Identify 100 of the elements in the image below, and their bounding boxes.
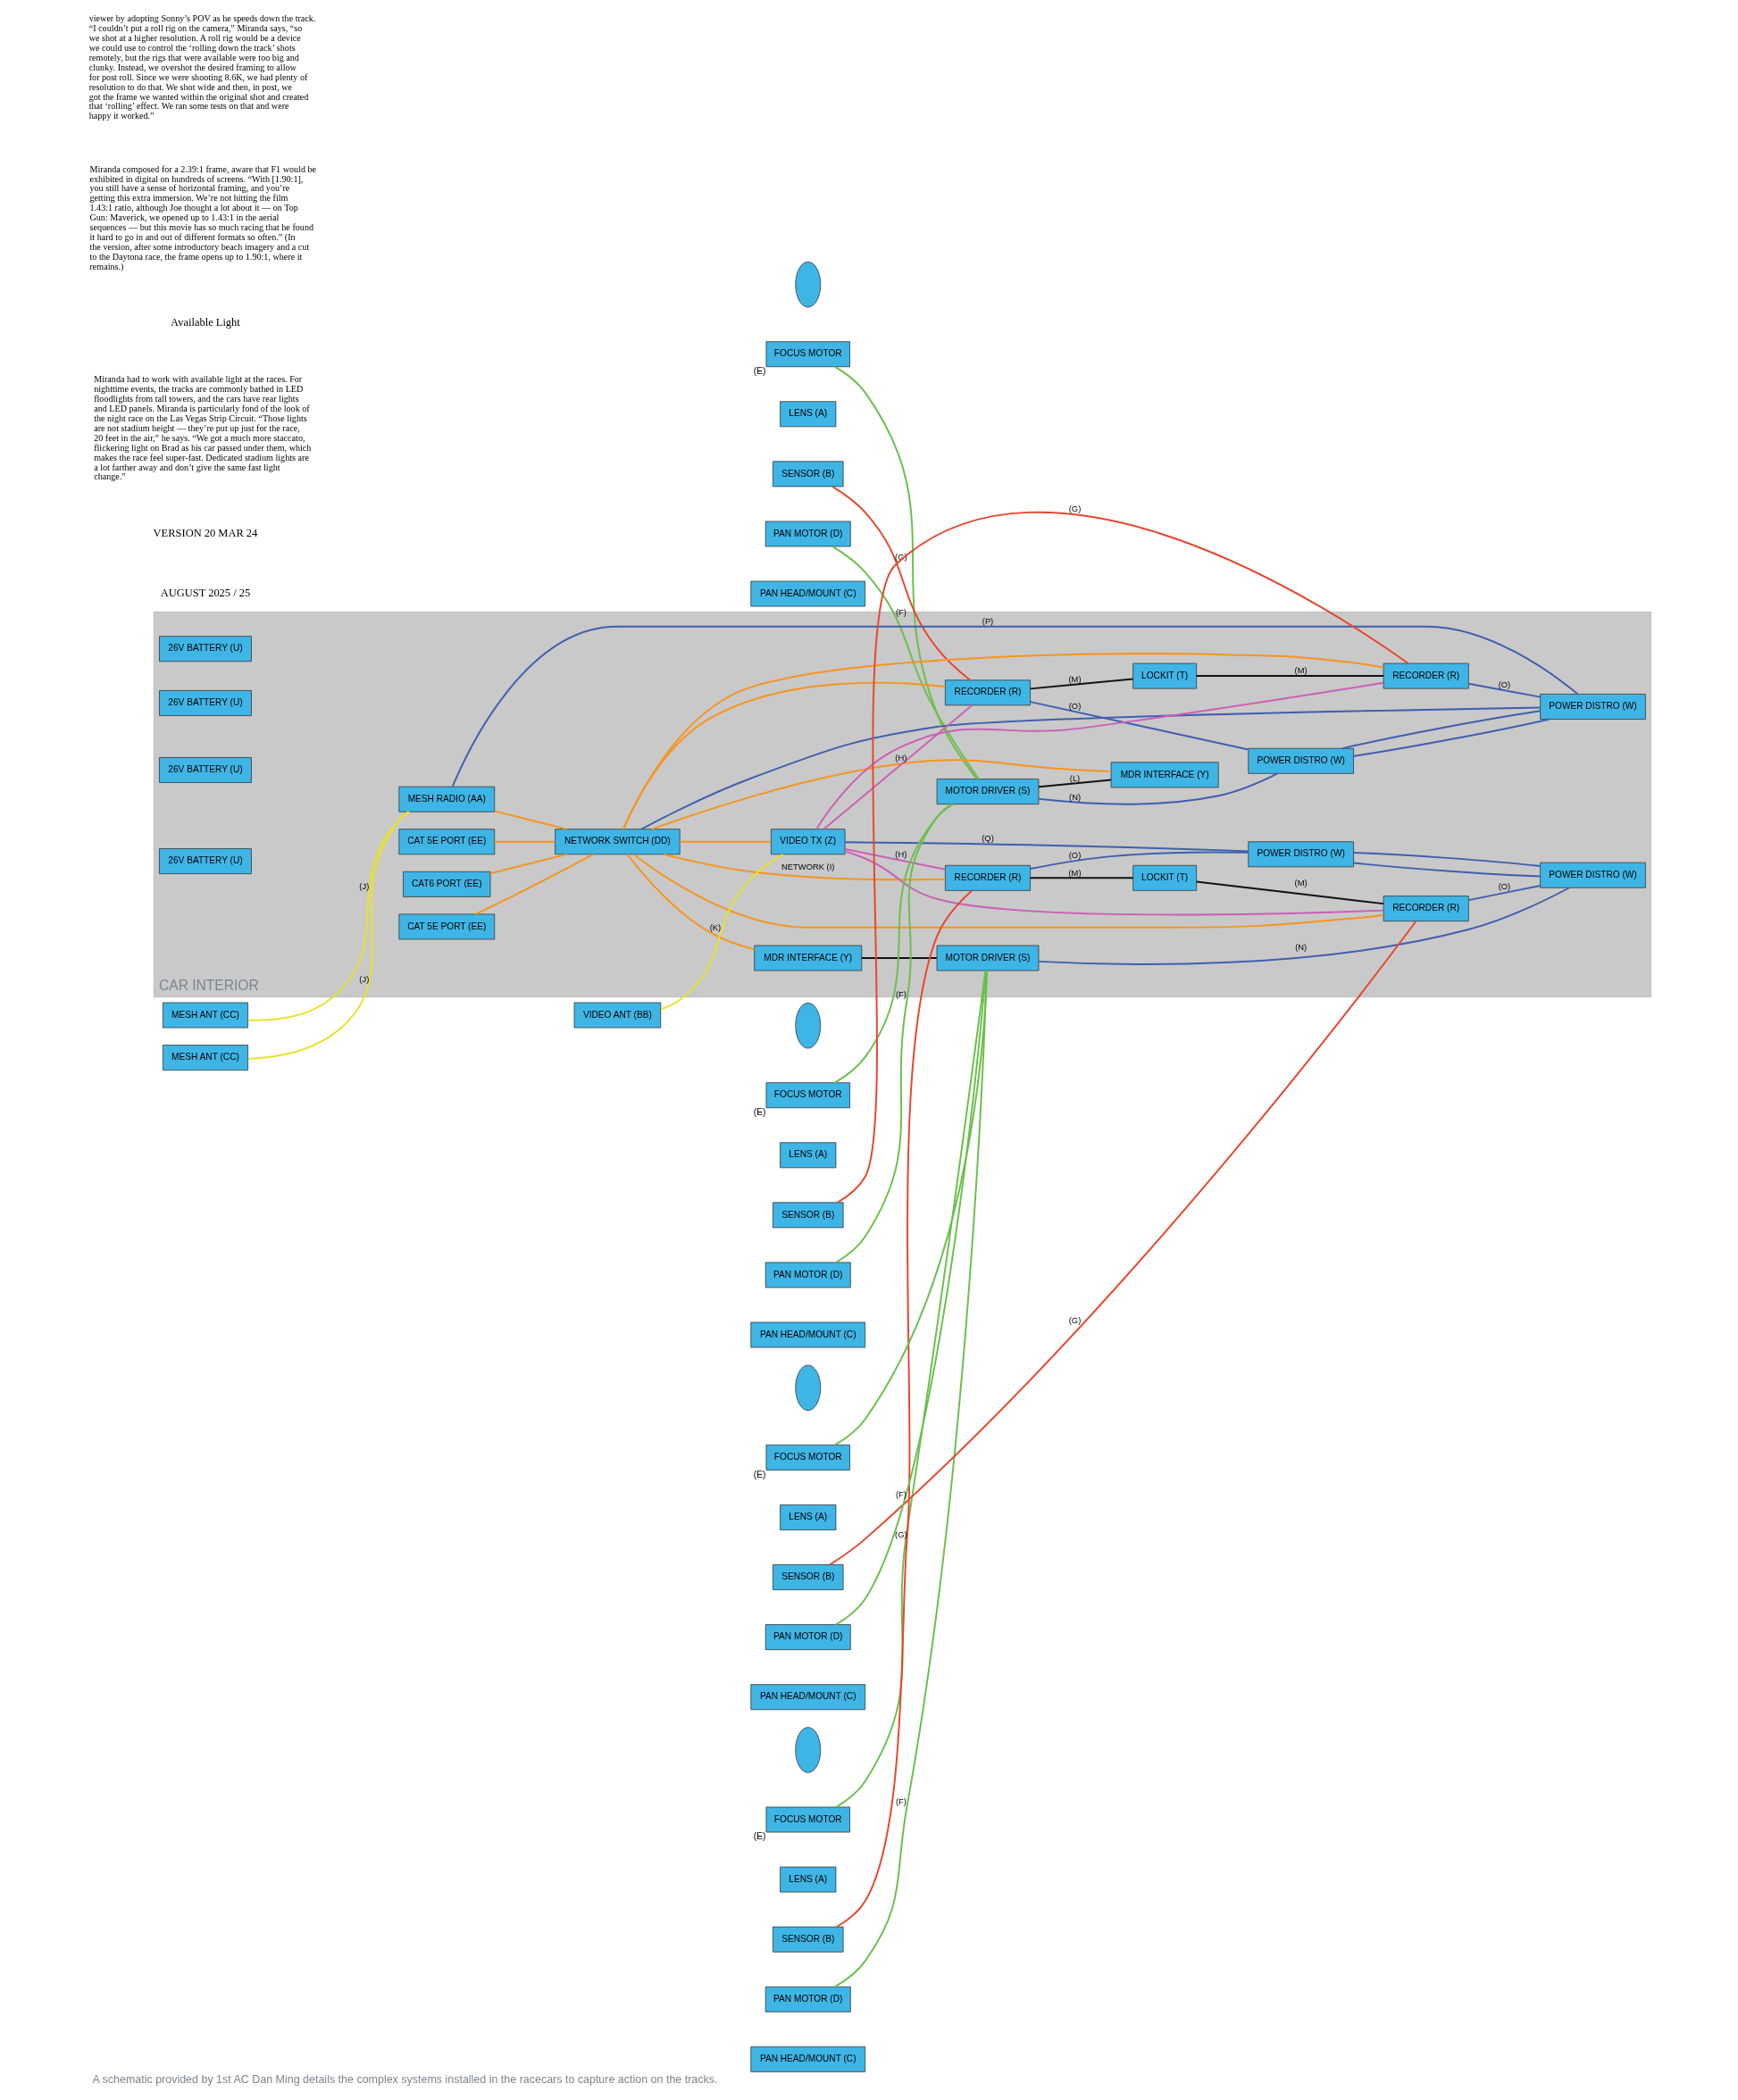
node-box: POWER DISTRO (W) — [1248, 747, 1354, 774]
node-box: FOCUS MOTOR — [765, 1806, 850, 1833]
node-box: PAN MOTOR (D) — [765, 1624, 851, 1651]
node-box: VIDEO TX (Z) — [771, 829, 846, 855]
edge-label: (H) — [895, 850, 907, 860]
node-box: PAN HEAD/MOUNT (C) — [750, 2046, 866, 2072]
node-box: MDR INTERFACE (Y) — [754, 945, 863, 971]
connector — [834, 970, 988, 1988]
node-ellipse — [795, 1002, 822, 1049]
label: Miranda had to work with available light at the races. For nighttime events, the tracks are commonly bathed in LED floodlights from tall towers, and the cars have rear lights and LED panels. Miranda is particularly fond of the look of the night race on the Las Vegas Strip Circuit. “Those lights are not stadium height — they’re put up just for the race, 20 feet in the air,” he says. “We got a much more staccato, flickering light on Brad as his car passed under them, which makes the race feel super-fast. Dedicated stadium lights are a lot farther away and don’t give the same fast light change.” — [94, 374, 312, 482]
node-box: 26V BATTERY (U) — [159, 848, 252, 875]
node-box: SENSOR (B) — [772, 1926, 844, 1953]
edge-label: (O) — [1068, 702, 1082, 712]
node-box: FOCUS MOTOR — [765, 341, 850, 368]
connector — [834, 365, 978, 780]
connector — [860, 957, 938, 959]
edge-label: (L) — [1069, 773, 1081, 783]
connector — [1467, 682, 1542, 698]
label: Miranda composed for a 2.39:1 frame, aware that F1 would be exhibited in digital on hundreds of screens. “With [1.90:1], you still have a sense of horizontal framing, and you’re getting this extra immersion. We’re not hitting the film 1.43:1 ratio, although Joe thought a lot about it — on Top Gun: Maverick, we opened up to 1.43:1 in the aerial sequences — but this movie has so much racing that he found it hard to go in and out of different formats so often.” (In the version, after some introductory beach imagery and a cut to the Daytona race, the frame opens up to 1.90:1, where it remains.) — [89, 163, 317, 271]
connector — [829, 920, 1417, 1566]
edge-label: (N) — [1069, 792, 1082, 802]
node-box: VIDEO ANT (BB) — [573, 1002, 662, 1029]
node-box: RECORDER (R) — [945, 679, 1031, 706]
edge-label: (P) — [982, 617, 994, 627]
node-ellipse — [795, 1364, 822, 1412]
label: VERSION 20 MAR 24 — [153, 526, 258, 539]
edge-label: (O) — [1498, 882, 1511, 892]
connector — [835, 970, 987, 1808]
connector — [1352, 862, 1542, 878]
label: viewer by adopting Sonny’s POV as he speeds down the track. “I couldn’t put a roll rig on the camera,” Miranda says, “so we shot at a higher resolution. A roll rig would be a device we could use to control the ‘rolling down the track’ shots remotely, but the rigs that were available were too big and clunky. Instead, we overshot the desired framing to allow for post roll. Since we were shooting 8.6K, we had plenty of resolution to do that. We shot wide and then, in post, we got the frame we wanted within the original shot and created that ‘rolling’ effect. We ran some tests on that and were happy it worked.” — [88, 13, 316, 121]
connector — [1038, 772, 1279, 805]
node-box: CAT 5E PORT (EE) — [398, 829, 496, 855]
edge-label: NETWORK (I) — [781, 862, 835, 871]
node-label: (E) — [753, 365, 766, 376]
node-box: PAN MOTOR (D) — [765, 521, 851, 547]
connector — [836, 889, 973, 1928]
edge-label: (J) — [359, 882, 370, 892]
node-box: RECORDER (R) — [945, 864, 1031, 891]
edge-label: (G) — [1068, 1316, 1082, 1326]
node-box: PAN HEAD/MOUNT (C) — [750, 1321, 866, 1348]
connector — [246, 811, 411, 1021]
node-box: MESH ANT (CC) — [163, 1045, 248, 1071]
connector — [474, 853, 595, 915]
node-box: PAN HEAD/MOUNT (C) — [750, 580, 866, 607]
node-box: 26V BATTERY (U) — [159, 757, 252, 783]
connector — [679, 840, 773, 843]
connector — [626, 853, 756, 951]
connector — [834, 970, 987, 1626]
edge-label: (M) — [1068, 674, 1082, 684]
node-box: RECORDER (R) — [1383, 896, 1469, 922]
node-box: PAN MOTOR (D) — [765, 1262, 851, 1288]
connector — [844, 848, 947, 871]
connector — [834, 970, 988, 1446]
connector — [815, 681, 1384, 830]
connector — [844, 850, 1384, 916]
node-box: SENSOR (B) — [772, 1202, 844, 1229]
label: Available Light — [171, 316, 240, 329]
connector — [1038, 887, 1571, 965]
edge-label: (K) — [709, 923, 722, 933]
caption: A schematic provided by 1st AC Dan Ming details the complex systems installed in the racecars to capture action on the tracks. — [92, 2073, 718, 2087]
connector — [663, 853, 947, 881]
node-label: (E) — [753, 1106, 766, 1117]
edge-label: (G) — [1068, 504, 1082, 514]
connector — [833, 803, 955, 1084]
node-box: PAN MOTOR (D) — [765, 1986, 851, 2012]
connector — [640, 706, 1542, 830]
node-box: MOTOR DRIVER (S) — [936, 779, 1040, 804]
node-box: LENS (A) — [780, 1142, 837, 1169]
node-box: SENSOR (B) — [772, 1564, 844, 1590]
connector — [835, 803, 953, 1263]
node-label: (E) — [753, 1469, 766, 1479]
node-box: PAN HEAD/MOUNT (C) — [750, 1684, 866, 1711]
node-label: (E) — [753, 1831, 766, 1842]
node-ellipse — [795, 1727, 822, 1773]
edge-label: (F) — [895, 990, 907, 1000]
connector — [632, 853, 1384, 929]
node-box: SENSOR (B) — [772, 461, 844, 488]
connector — [1195, 880, 1384, 905]
node-box: POWER DISTRO (W) — [1248, 841, 1354, 868]
edge-label: (O) — [1068, 851, 1082, 861]
node-box: 26V BATTERY (U) — [159, 636, 252, 662]
edge-label: (J) — [359, 975, 370, 985]
edge-label: (H) — [895, 753, 907, 762]
connector — [831, 486, 972, 681]
connector — [823, 704, 973, 830]
node-box: FOCUS MOTOR — [765, 1082, 850, 1109]
node-box: POWER DISTRO (W) — [1540, 862, 1646, 888]
node-box: FOCUS MOTOR — [765, 1444, 850, 1471]
label: AUGUST 2025 / 25 — [160, 587, 251, 600]
connector — [493, 810, 568, 830]
connector — [844, 841, 1249, 853]
node-box: RECORDER (R) — [1383, 662, 1469, 689]
edge-label: (M) — [1294, 666, 1308, 676]
node-box: LENS (A) — [780, 1504, 837, 1530]
connector — [1038, 779, 1112, 788]
node-box: NETWORK SWITCH (DD) — [555, 829, 681, 855]
edge-label: (N) — [1295, 943, 1308, 953]
connector — [831, 546, 980, 780]
connector — [650, 759, 1112, 830]
node-box: MDR INTERFACE (Y) — [1110, 762, 1219, 788]
